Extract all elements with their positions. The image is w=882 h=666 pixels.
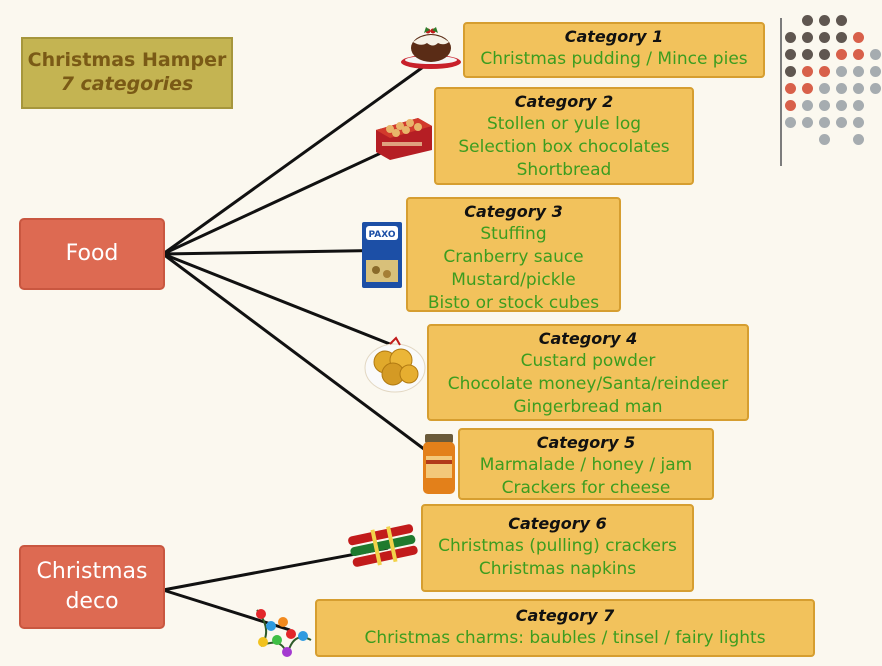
diagram-title: Christmas Hamper 7 categories <box>21 37 233 109</box>
decorative-dot <box>836 15 847 26</box>
decorative-dot <box>853 134 864 145</box>
decorative-dot <box>836 83 847 94</box>
decorative-dot <box>819 100 830 111</box>
decorative-dot <box>836 49 847 60</box>
decorative-dot <box>819 32 830 43</box>
connector-line-5 <box>162 252 453 472</box>
connector-line-1 <box>162 55 438 256</box>
connector-line-2 <box>162 132 423 256</box>
category-item: Shortbread <box>516 160 612 180</box>
svg-text:PAXO: PAXO <box>368 230 395 240</box>
category-title: Category 3 <box>464 202 563 221</box>
category-item: Stuffing <box>480 224 547 244</box>
title-line-1: Christmas Hamper <box>27 49 227 71</box>
christmas-pudding-icon <box>401 27 461 69</box>
decorative-dot <box>802 15 813 26</box>
category-box-2: Category 2 Stollen or yule log Selection… <box>434 87 694 185</box>
decorative-dot <box>836 117 847 128</box>
christmas-crackers-icon <box>348 524 418 567</box>
decorative-dot <box>802 32 813 43</box>
connector-line-3 <box>162 248 402 256</box>
category-title: Category 7 <box>515 606 615 625</box>
decorative-dot <box>802 83 813 94</box>
decorative-dot <box>819 117 830 128</box>
category-title: Category 6 <box>508 514 607 533</box>
decorative-dot <box>802 66 813 77</box>
category-box-6: Category 6 Christmas (pulling) crackers … <box>421 504 694 592</box>
category-box-7: Category 7 Christmas charms: baubles / t… <box>315 599 815 657</box>
decorative-dot <box>870 66 881 77</box>
category-title: Category 5 <box>536 433 636 452</box>
root-node-christmas-deco: Christmas deco <box>19 545 165 629</box>
category-title: Category 4 <box>538 329 638 348</box>
connector-line-6 <box>162 546 389 592</box>
decorative-dot <box>819 49 830 60</box>
category-item: Chocolate money/Santa/reindeer <box>447 374 729 394</box>
decorative-dot <box>853 83 864 94</box>
decorative-dot <box>802 117 813 128</box>
decorative-dot <box>853 100 864 111</box>
category-item: Christmas charms: baubles / tinsel / fai… <box>364 628 766 648</box>
decorative-dot <box>853 117 864 128</box>
fairy-lights-icon <box>256 609 312 657</box>
category-box-3: Category 3 Stuffing Cranberry sauce Must… <box>406 197 621 313</box>
category-item: Gingerbread man <box>513 397 663 417</box>
root-label: Food <box>65 241 119 266</box>
category-box-4: Category 4 Custard powder Chocolate mone… <box>427 324 749 421</box>
category-item: Crackers for cheese <box>501 478 671 498</box>
decorative-dot <box>819 66 830 77</box>
category-item: Christmas (pulling) crackers <box>438 536 677 556</box>
category-box-1: Category 1 Christmas pudding / Mince pie… <box>463 22 765 78</box>
connector-line-4 <box>162 252 421 358</box>
decorative-dot <box>785 100 796 111</box>
category-item: Mustard/pickle <box>451 270 576 290</box>
category-title: Category 1 <box>564 27 664 46</box>
decorative-dot <box>819 134 830 145</box>
decorative-dot <box>836 66 847 77</box>
decorative-dot <box>802 49 813 60</box>
biscuit-tin-icon <box>376 118 432 160</box>
category-box-5: Category 5 Marmalade / honey / jam Crack… <box>458 428 714 500</box>
category-item: Christmas napkins <box>478 559 637 579</box>
category-item: Christmas pudding / Mince pies <box>480 49 748 69</box>
category-item: Bisto or stock cubes <box>427 293 600 313</box>
decorative-divider <box>780 18 782 166</box>
decorative-dot <box>785 117 796 128</box>
stuffing-box-icon: PAXO <box>362 222 402 288</box>
decorative-dot <box>819 15 830 26</box>
category-item: Cranberry sauce <box>443 247 584 267</box>
category-item: Marmalade / honey / jam <box>479 455 693 475</box>
category-item: Stollen or yule log <box>486 114 642 134</box>
decorative-dot <box>785 32 796 43</box>
decorative-dot <box>785 66 796 77</box>
root-label: Christmas deco <box>36 559 148 614</box>
decorative-dot <box>785 83 796 94</box>
category-item: Custard powder <box>520 351 656 371</box>
title-line-2: 7 categories <box>60 73 194 95</box>
root-node-food: Food <box>19 218 165 290</box>
decorative-dot <box>870 83 881 94</box>
category-item: Selection box chocolates <box>458 137 670 157</box>
chocolate-coins-icon <box>364 336 426 393</box>
decorative-dot <box>785 49 796 60</box>
decorative-dot <box>819 83 830 94</box>
decorative-dot <box>870 49 881 60</box>
decorative-dot <box>836 32 847 43</box>
decorative-dot <box>836 100 847 111</box>
decorative-dot <box>853 32 864 43</box>
jam-jar-icon <box>423 434 455 494</box>
decorative-dot <box>802 100 813 111</box>
category-title: Category 2 <box>514 92 614 111</box>
decorative-dot <box>853 66 864 77</box>
decorative-dot <box>853 49 864 60</box>
